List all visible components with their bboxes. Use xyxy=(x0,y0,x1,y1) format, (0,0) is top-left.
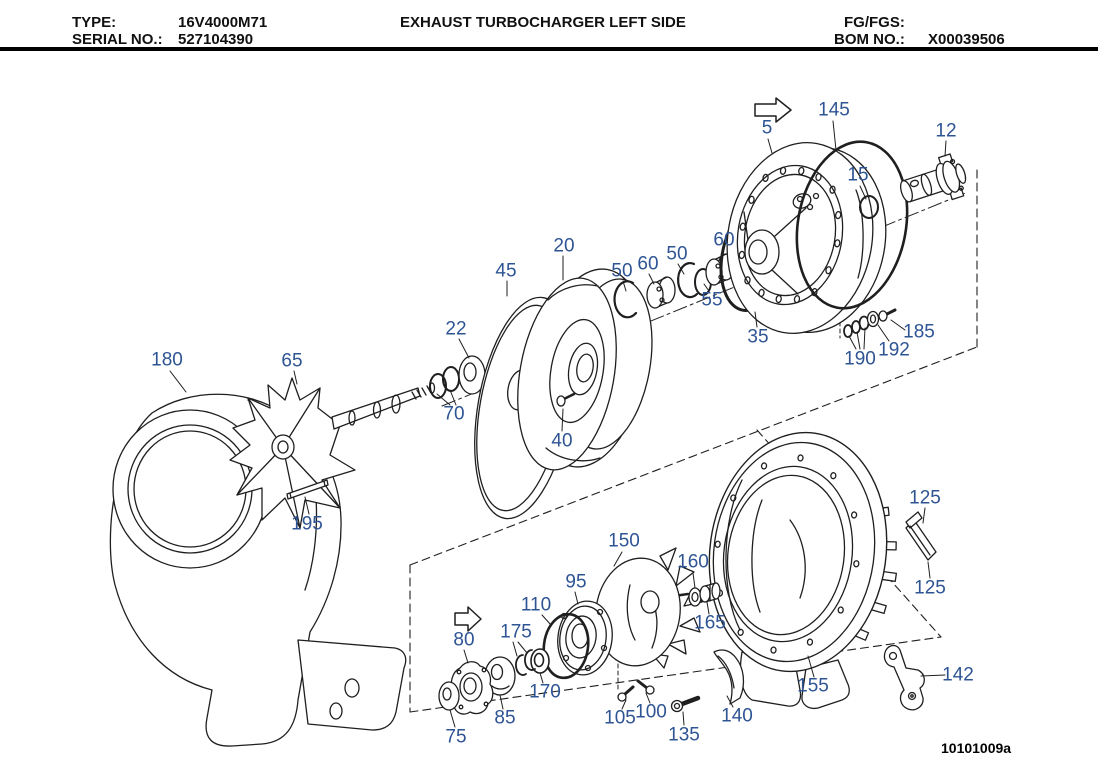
callout-12: 12 xyxy=(935,120,957,142)
callout-160: 160 xyxy=(677,551,709,573)
shim-140 xyxy=(714,650,743,704)
turbine-side-housing-5 xyxy=(712,131,900,345)
bearing-170 xyxy=(531,649,549,673)
rings-175 xyxy=(516,650,535,675)
header-rule xyxy=(0,47,1098,51)
type-label: TYPE: xyxy=(72,14,117,31)
serial-label: SERIAL NO.: xyxy=(72,31,163,48)
leader-lines xyxy=(170,121,946,727)
bom-label: BOM NO.: xyxy=(834,31,905,48)
bolt-185 xyxy=(879,310,895,321)
callout-175: 175 xyxy=(500,621,532,643)
bushing-60-left xyxy=(647,277,675,308)
callout-70: 70 xyxy=(443,403,465,425)
o-ring-110 xyxy=(540,611,592,681)
callout-60: 60 xyxy=(713,229,735,251)
callout-40: 40 xyxy=(551,430,573,452)
callout-45: 45 xyxy=(495,260,517,282)
callout-50: 50 xyxy=(666,243,688,265)
callout-195: 195 xyxy=(291,513,323,535)
callout-5: 5 xyxy=(761,117,773,139)
callout-192: 192 xyxy=(878,339,910,361)
retaining-rings-70 xyxy=(430,367,459,398)
turbine-wheel-65 xyxy=(230,378,435,528)
ring-15 xyxy=(860,196,878,218)
callout-55: 55 xyxy=(701,289,723,311)
callout-80: 80 xyxy=(453,629,475,651)
callout-85: 85 xyxy=(494,707,516,729)
o-ring-145 xyxy=(784,133,920,317)
callout-170: 170 xyxy=(529,681,561,703)
washer-160 xyxy=(689,588,701,606)
callout-50: 50 xyxy=(611,260,633,282)
callout-20: 20 xyxy=(553,235,575,257)
bolt-105 xyxy=(618,687,633,701)
serial-value: 527104390 xyxy=(178,31,254,48)
callout-180: 180 xyxy=(151,349,183,371)
bracket-125 xyxy=(906,512,936,560)
circlip-50-right xyxy=(678,263,697,297)
direction-arrow-icon-bottom xyxy=(455,607,481,631)
callout-35: 35 xyxy=(747,326,769,348)
callout-22: 22 xyxy=(445,318,467,340)
callout-145: 145 xyxy=(818,99,850,121)
bolt-100 xyxy=(638,681,654,694)
nut-165 xyxy=(700,583,720,602)
bearing-insert-95 xyxy=(553,598,617,679)
callout-185: 185 xyxy=(903,321,935,343)
callout-110: 110 xyxy=(520,594,552,616)
type-value: 16V4000M71 xyxy=(178,14,268,31)
washer-192 xyxy=(868,312,879,327)
circlip-50-left xyxy=(615,281,636,317)
callout-95: 95 xyxy=(565,571,587,593)
turbine-housing-180 xyxy=(110,394,405,746)
fg-fgs-label: FG/FGS: xyxy=(844,14,905,31)
callout-155: 155 xyxy=(797,675,829,697)
callout-140: 140 xyxy=(721,705,753,727)
page-title: EXHAUST TURBOCHARGER LEFT SIDE xyxy=(400,14,686,31)
adapter-12 xyxy=(895,151,971,213)
callout-125: 125 xyxy=(909,487,941,509)
callout-135: 135 xyxy=(668,724,700,746)
callout-65: 65 xyxy=(281,350,303,372)
compressor-housing-155 xyxy=(694,421,905,708)
bracket-142 xyxy=(884,646,924,710)
callout-15: 15 xyxy=(847,164,869,186)
callout-105: 105 xyxy=(604,707,636,729)
flange-80 xyxy=(449,662,493,714)
bom-value: X00039506 xyxy=(928,31,1005,48)
callout-60: 60 xyxy=(637,253,659,275)
bolt-135 xyxy=(672,698,699,712)
bearing-housing-20 xyxy=(504,260,664,478)
washer-75 xyxy=(439,682,459,710)
callout-150: 150 xyxy=(608,530,640,552)
disc-85 xyxy=(485,657,515,695)
callout-165: 165 xyxy=(694,612,726,634)
callout-125: 125 xyxy=(914,577,946,599)
bolt-40 xyxy=(557,394,574,406)
callout-142: 142 xyxy=(942,664,974,686)
drawing-number: 10101009a xyxy=(941,740,1012,756)
direction-arrow-icon-top xyxy=(755,98,791,122)
callout-190: 190 xyxy=(844,348,876,370)
callout-100: 100 xyxy=(635,701,667,723)
callout-75: 75 xyxy=(445,726,467,748)
pin-195 xyxy=(287,480,328,499)
